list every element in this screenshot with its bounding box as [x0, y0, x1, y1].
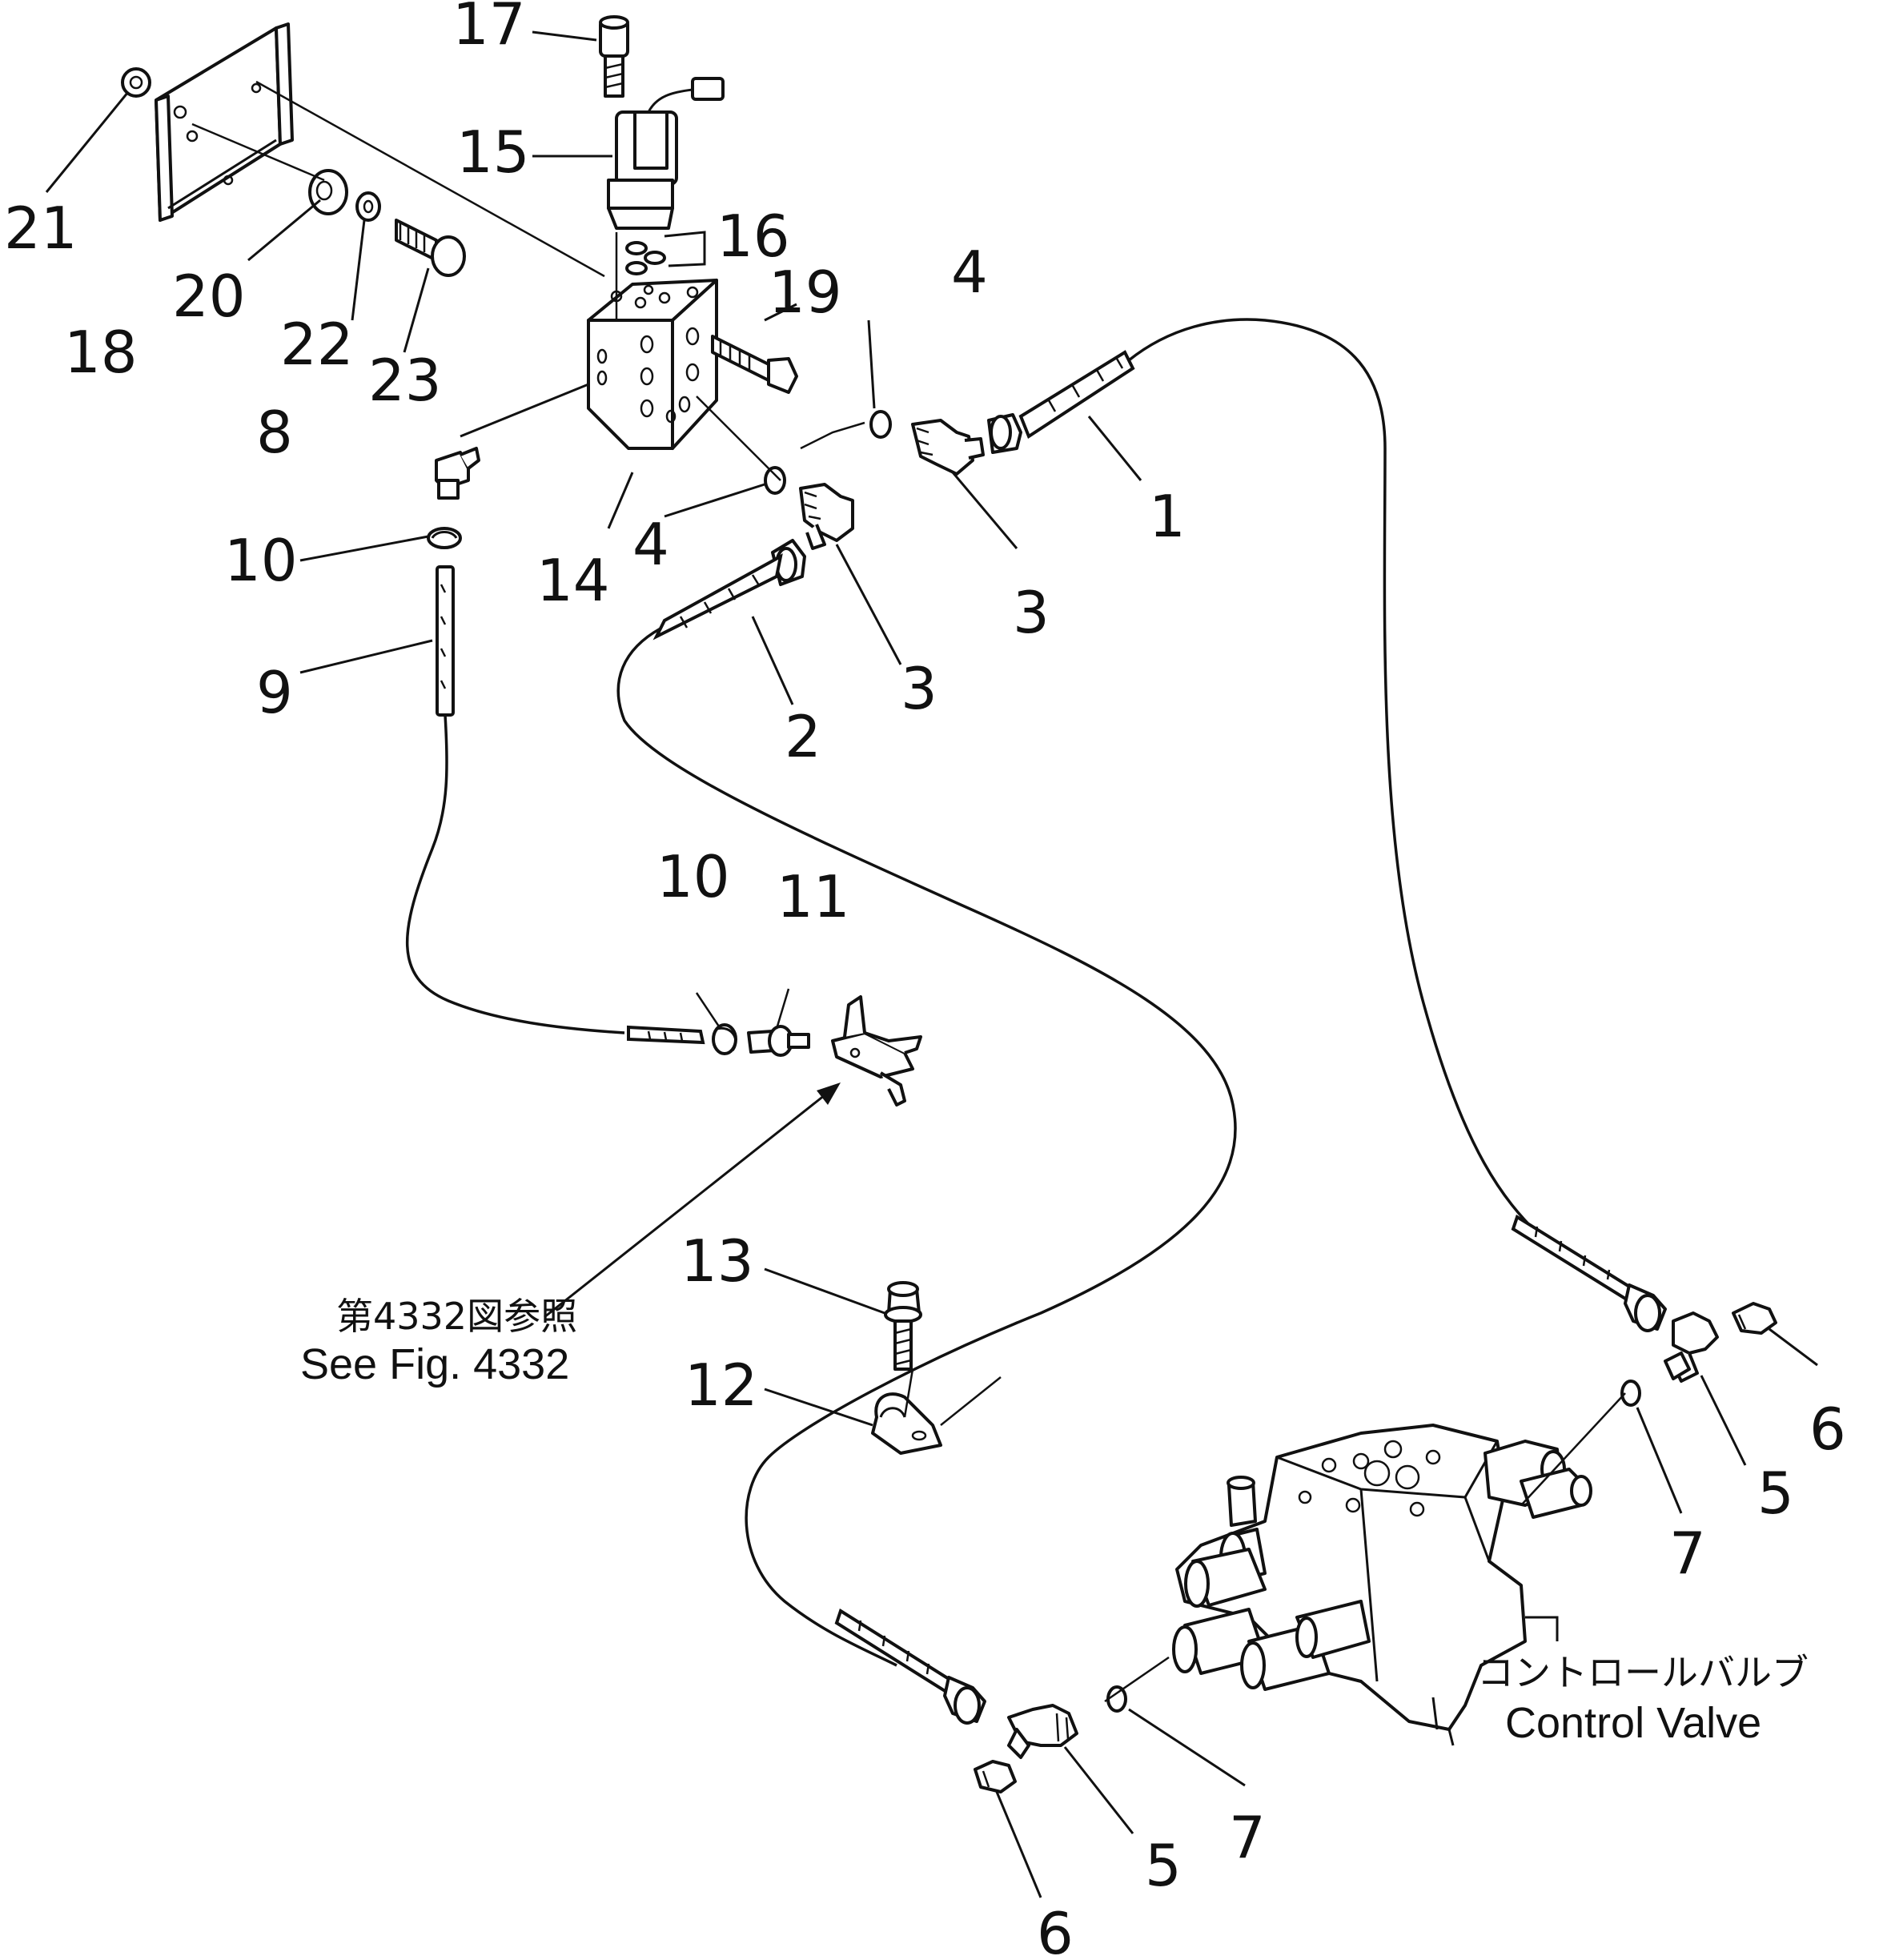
control-valve — [1172, 1424, 1592, 1746]
label-9: 9 — [256, 659, 293, 726]
label-6-right: 6 — [1809, 1396, 1846, 1463]
elbow-8 — [435, 447, 480, 500]
elbow-5-lower — [1007, 1704, 1078, 1759]
label-6-lower: 6 — [1037, 1900, 1074, 1960]
hose-1 — [987, 318, 1667, 1332]
clamp-10-lower — [712, 1023, 737, 1055]
label-21: 21 — [4, 195, 78, 262]
valve-note-jp: コントロールバルブ — [1477, 1651, 1809, 1694]
o-ring-4-upper — [869, 410, 892, 439]
label-13: 13 — [681, 1227, 754, 1295]
label-4-lower: 4 — [632, 511, 669, 578]
label-7-right: 7 — [1669, 1520, 1706, 1587]
label-3-upper: 3 — [1013, 579, 1050, 646]
label-19: 19 — [769, 259, 842, 326]
label-14: 14 — [536, 547, 610, 614]
o-ring-7-right — [1620, 1380, 1641, 1407]
label-8: 8 — [256, 399, 293, 466]
o-ring-7-lower — [1106, 1685, 1127, 1713]
label-11: 11 — [777, 863, 850, 930]
ref-note-en: See Fig. 4332 — [300, 1340, 569, 1388]
label-12: 12 — [685, 1352, 758, 1419]
label-10-upper: 10 — [224, 527, 298, 594]
hose-9-end — [627, 1025, 705, 1045]
valve-block-14 — [587, 279, 718, 450]
label-1: 1 — [1149, 483, 1186, 550]
bolt-13 — [884, 1281, 922, 1371]
label-4-upper: 4 — [951, 239, 988, 306]
label-3-lower: 3 — [901, 655, 937, 722]
reference-note: 第4332図参照 See Fig. 4332 — [300, 1295, 577, 1388]
label-20: 20 — [172, 263, 246, 330]
o-ring-4-lower — [764, 466, 786, 495]
o-rings-16 — [625, 241, 666, 275]
hose-9 — [406, 565, 625, 1034]
bolt-23 — [395, 219, 466, 277]
label-22: 22 — [280, 311, 354, 378]
solenoid-valve-15 — [607, 77, 725, 230]
label-2: 2 — [785, 703, 821, 770]
washer-22 — [355, 191, 381, 222]
bolt-17 — [599, 15, 629, 98]
valve-note-en: Control Valve — [1505, 1699, 1761, 1747]
label-5-right: 5 — [1757, 1460, 1794, 1527]
leader-lines — [45, 30, 1818, 1898]
bolt-19 — [711, 335, 798, 394]
label-16: 16 — [717, 203, 790, 270]
spacer-20 — [308, 169, 348, 215]
hose-2 — [616, 539, 1237, 1725]
lever-assembly — [831, 995, 922, 1107]
elbow-3-lower — [799, 483, 854, 550]
clamp-10-upper — [427, 527, 462, 549]
ref-note-jp: 第4332図参照 — [336, 1295, 577, 1338]
plug-6-lower — [974, 1760, 1017, 1793]
plug-6-right — [1732, 1302, 1777, 1335]
bracket-plate — [155, 22, 294, 222]
label-15: 15 — [456, 118, 530, 186]
clip-12 — [871, 1392, 942, 1455]
label-7-lower: 7 — [1229, 1804, 1266, 1871]
label-10-lower: 10 — [656, 843, 730, 910]
nut-21 — [121, 67, 151, 98]
label-23: 23 — [368, 347, 442, 414]
label-17: 17 — [452, 0, 526, 58]
nipple-11 — [747, 1025, 810, 1057]
control-valve-note: コントロールバルブ Control Valve — [1477, 1651, 1809, 1747]
label-18: 18 — [64, 319, 138, 386]
label-5-lower: 5 — [1145, 1832, 1182, 1899]
elbow-5-right — [1664, 1311, 1719, 1383]
part-labels: 17 15 16 19 4 1 3 3 2 4 14 8 10 9 21 20 … — [4, 0, 1846, 1960]
elbow-3-upper — [911, 419, 985, 476]
